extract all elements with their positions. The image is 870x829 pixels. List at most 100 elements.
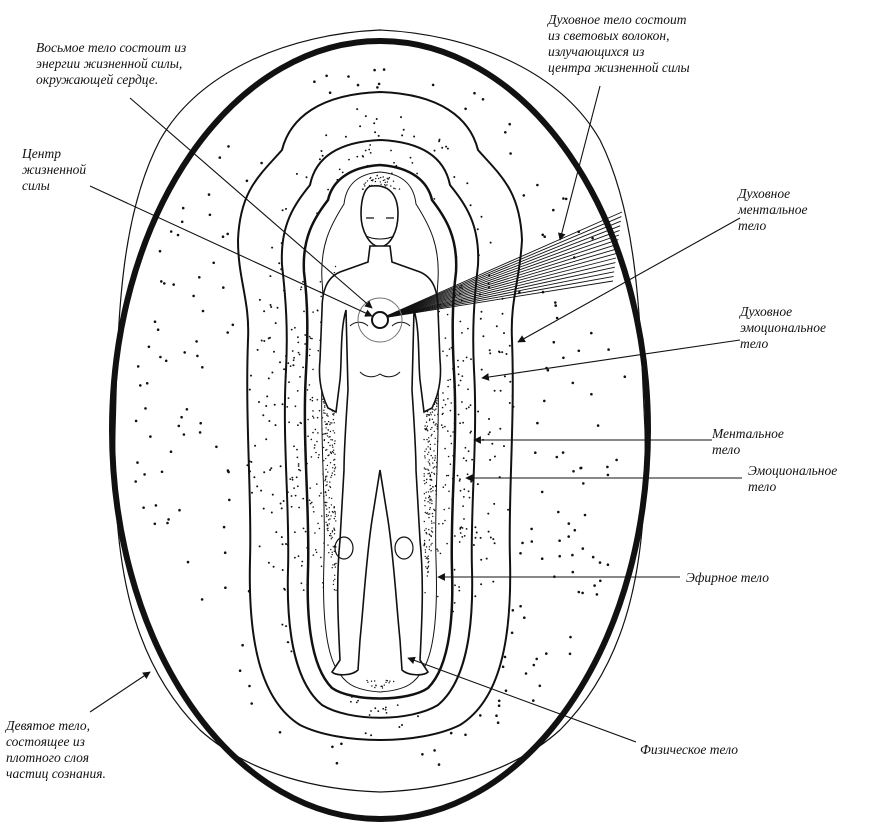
particle-dot (334, 272, 335, 273)
particle-dot (536, 422, 539, 425)
particle-dot (499, 351, 501, 353)
particle-dot (272, 494, 274, 496)
particle-dot (390, 150, 392, 152)
particle-dot (335, 513, 336, 514)
particle-dot (333, 413, 334, 414)
particle-dot (297, 485, 299, 487)
particle-dot (154, 320, 157, 323)
particle-dot (298, 352, 300, 354)
particle-dot (318, 457, 320, 459)
particle-dot (325, 491, 326, 492)
particle-dot (330, 451, 331, 452)
particle-dot (335, 590, 336, 591)
particle-dot (325, 75, 328, 78)
particle-dot (305, 531, 307, 533)
particle-dot (296, 476, 298, 478)
particle-dot (281, 507, 283, 509)
particle-dot (489, 459, 491, 461)
particle-dot (454, 584, 456, 586)
particle-dot (454, 423, 456, 425)
particle-dot (317, 523, 319, 525)
particle-dot (525, 672, 528, 675)
particle-dot (554, 304, 557, 307)
particle-dot (424, 457, 425, 458)
particle-dot (294, 557, 296, 559)
particle-dot (365, 115, 367, 117)
particle-dot (142, 506, 145, 509)
particle-dot (195, 340, 198, 343)
particle-dot (423, 545, 424, 546)
particle-dot (332, 467, 333, 468)
label-physical: Физическое тело (640, 742, 738, 758)
particle-dot (425, 549, 426, 550)
particle-dot (319, 495, 321, 497)
particle-dot (461, 401, 463, 403)
particle-dot (249, 389, 251, 391)
particle-dot (317, 432, 319, 434)
particle-dot (567, 535, 570, 538)
particle-dot (523, 194, 526, 197)
particle-dot (428, 461, 429, 462)
particle-dot (329, 507, 330, 508)
particle-dot (581, 592, 584, 595)
particle-dot (293, 357, 295, 359)
particle-dot (331, 538, 332, 539)
particle-dot (506, 353, 508, 355)
particle-dot (509, 402, 511, 404)
particle-dot (329, 535, 330, 536)
particle-dot (279, 731, 282, 734)
particle-dot (246, 180, 249, 183)
leader-ninth-body (90, 672, 150, 712)
particle-dot (333, 430, 334, 431)
particle-dot (427, 473, 428, 474)
particle-dot (249, 460, 251, 462)
particle-dot (260, 162, 263, 165)
particle-dot (399, 188, 400, 189)
particle-dot (426, 546, 427, 547)
particle-dot (224, 586, 227, 589)
particle-dot (427, 426, 428, 427)
particle-dot (283, 368, 285, 370)
particle-dot (280, 503, 282, 505)
particle-dot (291, 477, 293, 479)
particle-dot (332, 512, 333, 513)
particle-dot (322, 155, 324, 157)
particle-dot (148, 346, 151, 349)
particle-dot (387, 178, 388, 179)
particle-dot (428, 452, 429, 453)
particle-dot (382, 687, 383, 688)
particle-dot (367, 682, 368, 683)
particle-dot (298, 463, 300, 465)
particle-dot (282, 569, 284, 571)
label-ninth-body: Девятое тело,состоящее изплотного слояча… (6, 718, 106, 782)
particle-dot (430, 491, 431, 492)
particle-dot (442, 414, 444, 416)
particle-dot (498, 700, 501, 703)
particle-dot (412, 162, 414, 164)
particle-dot (336, 762, 339, 765)
particle-dot (270, 304, 272, 306)
particle-dot (334, 454, 335, 455)
particle-dot (509, 345, 511, 347)
particle-dot (488, 418, 490, 420)
particle-dot (316, 441, 318, 443)
particle-dot (159, 250, 162, 253)
particle-dot (591, 237, 594, 240)
particle-dot (325, 502, 326, 503)
particle-dot (326, 415, 327, 416)
particle-dot (388, 682, 389, 683)
particle-dot (590, 332, 593, 335)
particle-dot (293, 487, 295, 489)
particle-dot (431, 530, 432, 531)
particle-dot (451, 347, 453, 349)
particle-dot (253, 476, 255, 478)
particle-dot (578, 591, 581, 594)
particle-dot (482, 335, 484, 337)
particle-dot (424, 467, 425, 468)
particle-dot (489, 349, 491, 351)
particle-dot (444, 520, 446, 522)
particle-dot (292, 350, 294, 352)
particle-dot (297, 390, 299, 392)
particle-dot (448, 491, 450, 493)
